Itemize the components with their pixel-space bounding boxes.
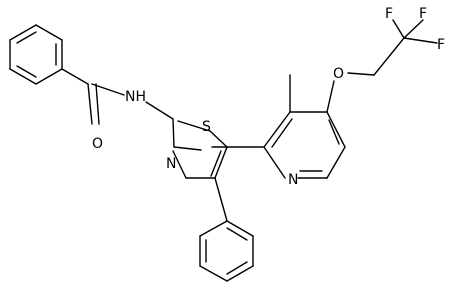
carbonyl-group [61, 68, 125, 125]
ether-oxygen-label: O [333, 66, 344, 82]
amide-oxygen-label: O [92, 136, 103, 152]
thiazole-sulfur-label: S [202, 119, 211, 135]
amide-nh-label: NH [125, 89, 146, 105]
benzoyl-phenyl-ring [9, 24, 63, 85]
fluorine-top-left-label: F [385, 6, 393, 22]
fluorine-right-label: F [437, 37, 445, 53]
thiazole-nitrogen-label: N [166, 156, 176, 172]
pyridine-ring [263, 111, 346, 179]
fluorine-top-right-label: F [419, 6, 427, 22]
bottom-phenyl-ring [199, 177, 254, 282]
thiazole-ring [145, 101, 228, 179]
pyridine-nitrogen-label: N [288, 172, 298, 188]
trifluoroethoxy-group [326, 19, 438, 113]
